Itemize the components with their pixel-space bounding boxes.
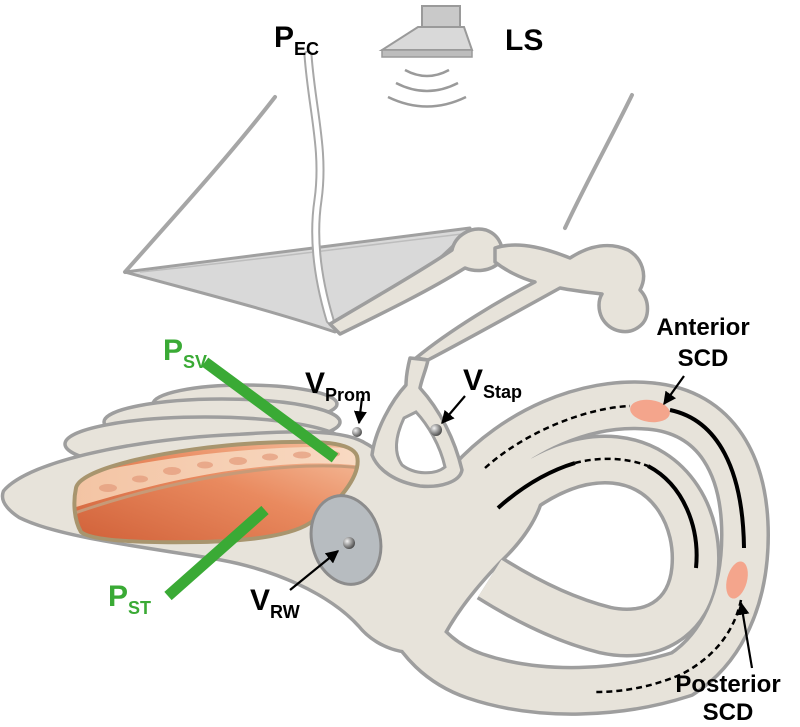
- anterior-dehiscence-patch: [630, 399, 670, 423]
- tympanic-membrane-edge: [139, 233, 463, 273]
- v-rw-label: VRW: [250, 584, 300, 622]
- v-rw-symbol: V: [250, 584, 270, 617]
- ear-canal-probe-tube: [303, 50, 335, 325]
- v-rw-subscript: RW: [270, 602, 300, 622]
- membranous-ducts: [484, 404, 746, 694]
- posterior-dehiscence-patch: [726, 561, 748, 599]
- p-ec-label: PEC: [274, 21, 319, 59]
- p-ec-symbol: P: [274, 21, 294, 54]
- superior-duct-dashed: [484, 404, 631, 469]
- lateral-duct-solid-left: [496, 461, 576, 510]
- loudspeaker-magnet: [421, 5, 461, 29]
- v-prom-label: VProm: [305, 367, 371, 405]
- sound-wave-2: [395, 81, 459, 93]
- p-ec-subscript: EC: [294, 39, 319, 59]
- round-window-measurement-dot: [343, 537, 355, 549]
- ear-canal-wall-left: [123, 95, 277, 274]
- p-st-subscript: ST: [128, 598, 151, 618]
- sound-wave-3: [387, 95, 467, 108]
- ear-canal-wall-right: [563, 93, 634, 230]
- v-prom-subscript: Prom: [325, 385, 371, 405]
- scala-vestibuli-pressure-sensor: [201, 357, 339, 463]
- anterior-scd-label-line2: SCD: [678, 345, 729, 372]
- loudspeaker-rim: [381, 49, 473, 58]
- posterior-scd-arrow: [736, 601, 754, 669]
- stapes-measurement-dot: [430, 424, 442, 436]
- stapes-obturator-foramen: [395, 410, 447, 475]
- v-stap-subscript: Stap: [483, 382, 522, 402]
- v-rw-arrow: [289, 550, 340, 591]
- anterior-scd-label-line1: Anterior: [656, 314, 749, 341]
- p-sv-symbol: P: [163, 334, 183, 367]
- posterior-scd-label-line1: Posterior: [675, 671, 780, 698]
- lateral-duct-solid-right: [647, 464, 699, 569]
- p-st-label: PST: [108, 580, 151, 618]
- posterior-scd-label-line2: SCD: [703, 699, 754, 726]
- ls-label: LS: [505, 24, 543, 57]
- promontory-measurement-dot: [352, 427, 362, 437]
- v-stap-label: VStap: [463, 364, 522, 402]
- v-stap-arrow: [441, 395, 466, 424]
- stapes: [370, 356, 464, 489]
- p-sv-label: PSV: [163, 334, 207, 372]
- sound-wave-1: [404, 68, 450, 78]
- v-prom-symbol: V: [305, 367, 325, 400]
- scala-tympani-pressure-sensor: [164, 505, 269, 601]
- p-sv-subscript: SV: [183, 352, 207, 372]
- incus: [414, 243, 650, 362]
- loudspeaker: [378, 5, 474, 108]
- posterior-duct-dashed: [594, 599, 743, 694]
- anterior-scd-arrow: [663, 375, 685, 406]
- cochlear-partition: [74, 464, 358, 516]
- loudspeaker-cone: [378, 26, 474, 51]
- scala-vestibuli-fluid: [74, 447, 358, 512]
- p-st-symbol: P: [108, 580, 128, 613]
- superior-duct-solid: [669, 408, 746, 549]
- v-prom-arrow: [353, 397, 367, 425]
- v-stap-symbol: V: [463, 364, 483, 397]
